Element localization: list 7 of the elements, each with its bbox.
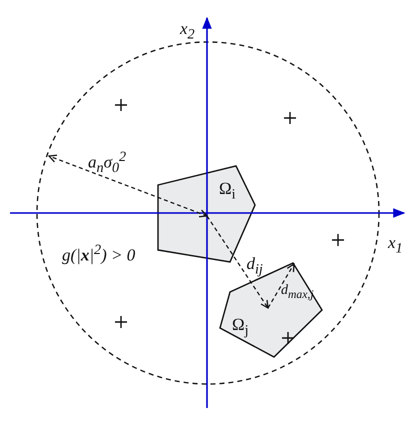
inequality-label: g(|x|$^{2}$) > 0 [62, 243, 136, 264]
axis-label: x$_{2}$ [180, 20, 195, 42]
axis-label: x$_{1}$ [388, 234, 403, 256]
arrow [206, 216, 269, 309]
region-label: Ω$_{i}$ [219, 180, 236, 202]
edge-label: d$_{ij}$ [246, 255, 263, 277]
region-label: Ω$_{j}$ [232, 316, 249, 338]
